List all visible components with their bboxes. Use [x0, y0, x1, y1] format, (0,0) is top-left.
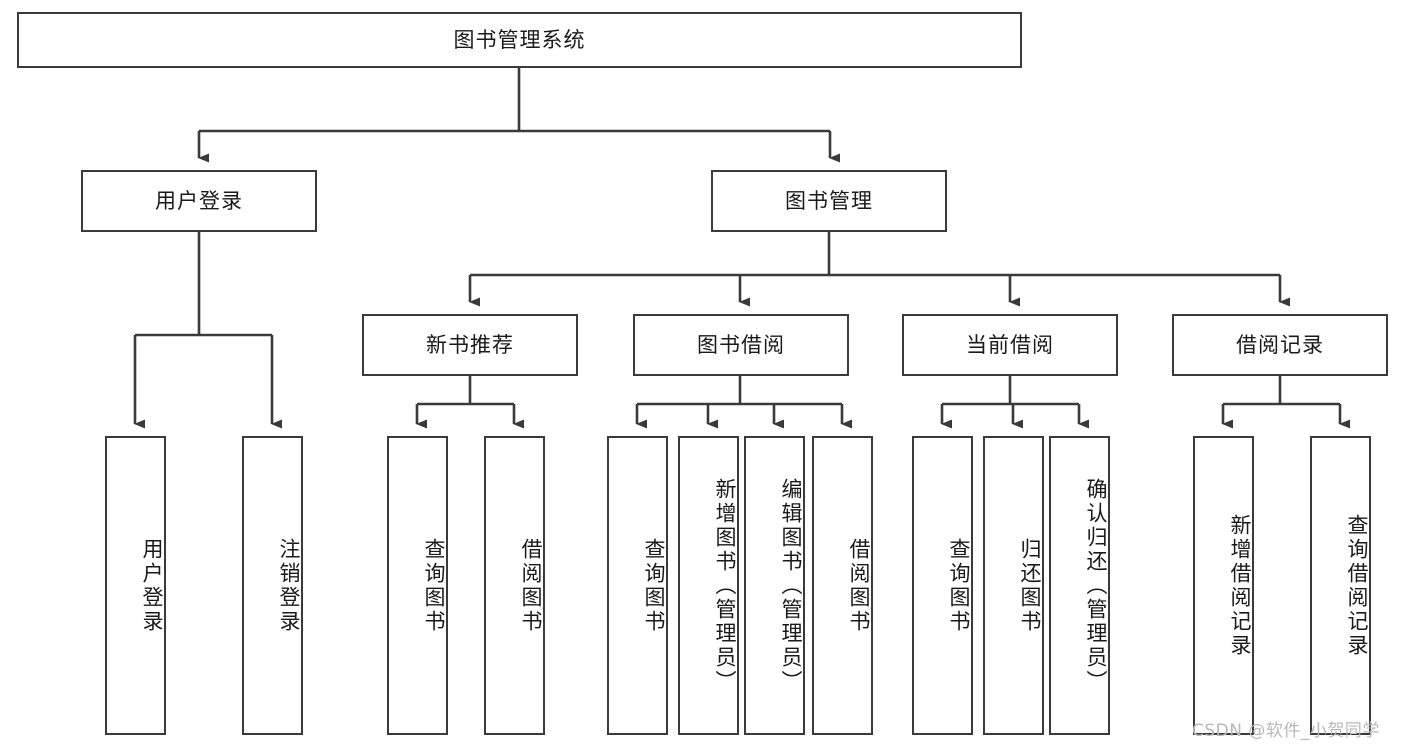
node-book-borrow[interactable]: 图书借阅 [633, 314, 849, 376]
node-leaf-logout-label: 注销登录 [277, 537, 301, 634]
node-user-login-label: 用户登录 [155, 188, 243, 213]
node-current-borrow[interactable]: 当前借阅 [902, 314, 1118, 376]
node-leaf-confirm-return-label: 确认归还（管理员） [1084, 477, 1108, 694]
node-leaf-user-login-label: 用户登录 [140, 537, 164, 634]
node-leaf-query-book-2-label: 查询图书 [642, 537, 666, 634]
node-leaf-edit-book[interactable]: 编辑图书（管理员） [744, 436, 805, 735]
node-leaf-query-book-3[interactable]: 查询图书 [912, 436, 973, 735]
node-leaf-edit-book-label: 编辑图书（管理员） [779, 477, 803, 694]
node-user-login[interactable]: 用户登录 [81, 170, 317, 232]
node-book-borrow-label: 图书借阅 [697, 332, 785, 357]
node-leaf-return-book[interactable]: 归还图书 [983, 436, 1044, 735]
node-leaf-add-record-label: 新增借阅记录 [1228, 513, 1252, 658]
watermark: CSDN @软件_小贺同学 [1192, 721, 1380, 741]
node-root[interactable]: 图书管理系统 [17, 12, 1022, 68]
node-leaf-borrow-book-2[interactable]: 借阅图书 [812, 436, 873, 735]
node-book-manage-label: 图书管理 [785, 188, 873, 213]
node-leaf-query-book-1-label: 查询图书 [422, 537, 446, 634]
node-leaf-user-login[interactable]: 用户登录 [105, 436, 166, 735]
node-leaf-query-record[interactable]: 查询借阅记录 [1310, 436, 1371, 735]
node-new-book-recommend[interactable]: 新书推荐 [362, 314, 578, 376]
node-leaf-add-book[interactable]: 新增图书（管理员） [678, 436, 739, 735]
node-leaf-add-book-label: 新增图书（管理员） [713, 477, 737, 694]
node-current-borrow-label: 当前借阅 [966, 332, 1054, 357]
node-leaf-borrow-book-1-label: 借阅图书 [519, 537, 543, 634]
node-root-label: 图书管理系统 [453, 27, 586, 52]
node-new-book-recommend-label: 新书推荐 [426, 332, 514, 357]
node-book-manage[interactable]: 图书管理 [711, 170, 947, 232]
node-leaf-query-book-2[interactable]: 查询图书 [607, 436, 668, 735]
node-leaf-query-record-label: 查询借阅记录 [1345, 513, 1369, 658]
node-leaf-add-record[interactable]: 新增借阅记录 [1193, 436, 1254, 735]
node-borrow-records-label: 借阅记录 [1236, 332, 1324, 357]
node-leaf-query-book-1[interactable]: 查询图书 [387, 436, 448, 735]
node-leaf-return-book-label: 归还图书 [1018, 537, 1042, 634]
node-leaf-borrow-book-2-label: 借阅图书 [847, 537, 871, 634]
node-leaf-logout[interactable]: 注销登录 [242, 436, 303, 735]
node-leaf-query-book-3-label: 查询图书 [947, 537, 971, 634]
node-leaf-confirm-return[interactable]: 确认归还（管理员） [1049, 436, 1110, 735]
node-borrow-records[interactable]: 借阅记录 [1172, 314, 1388, 376]
node-leaf-borrow-book-1[interactable]: 借阅图书 [484, 436, 545, 735]
